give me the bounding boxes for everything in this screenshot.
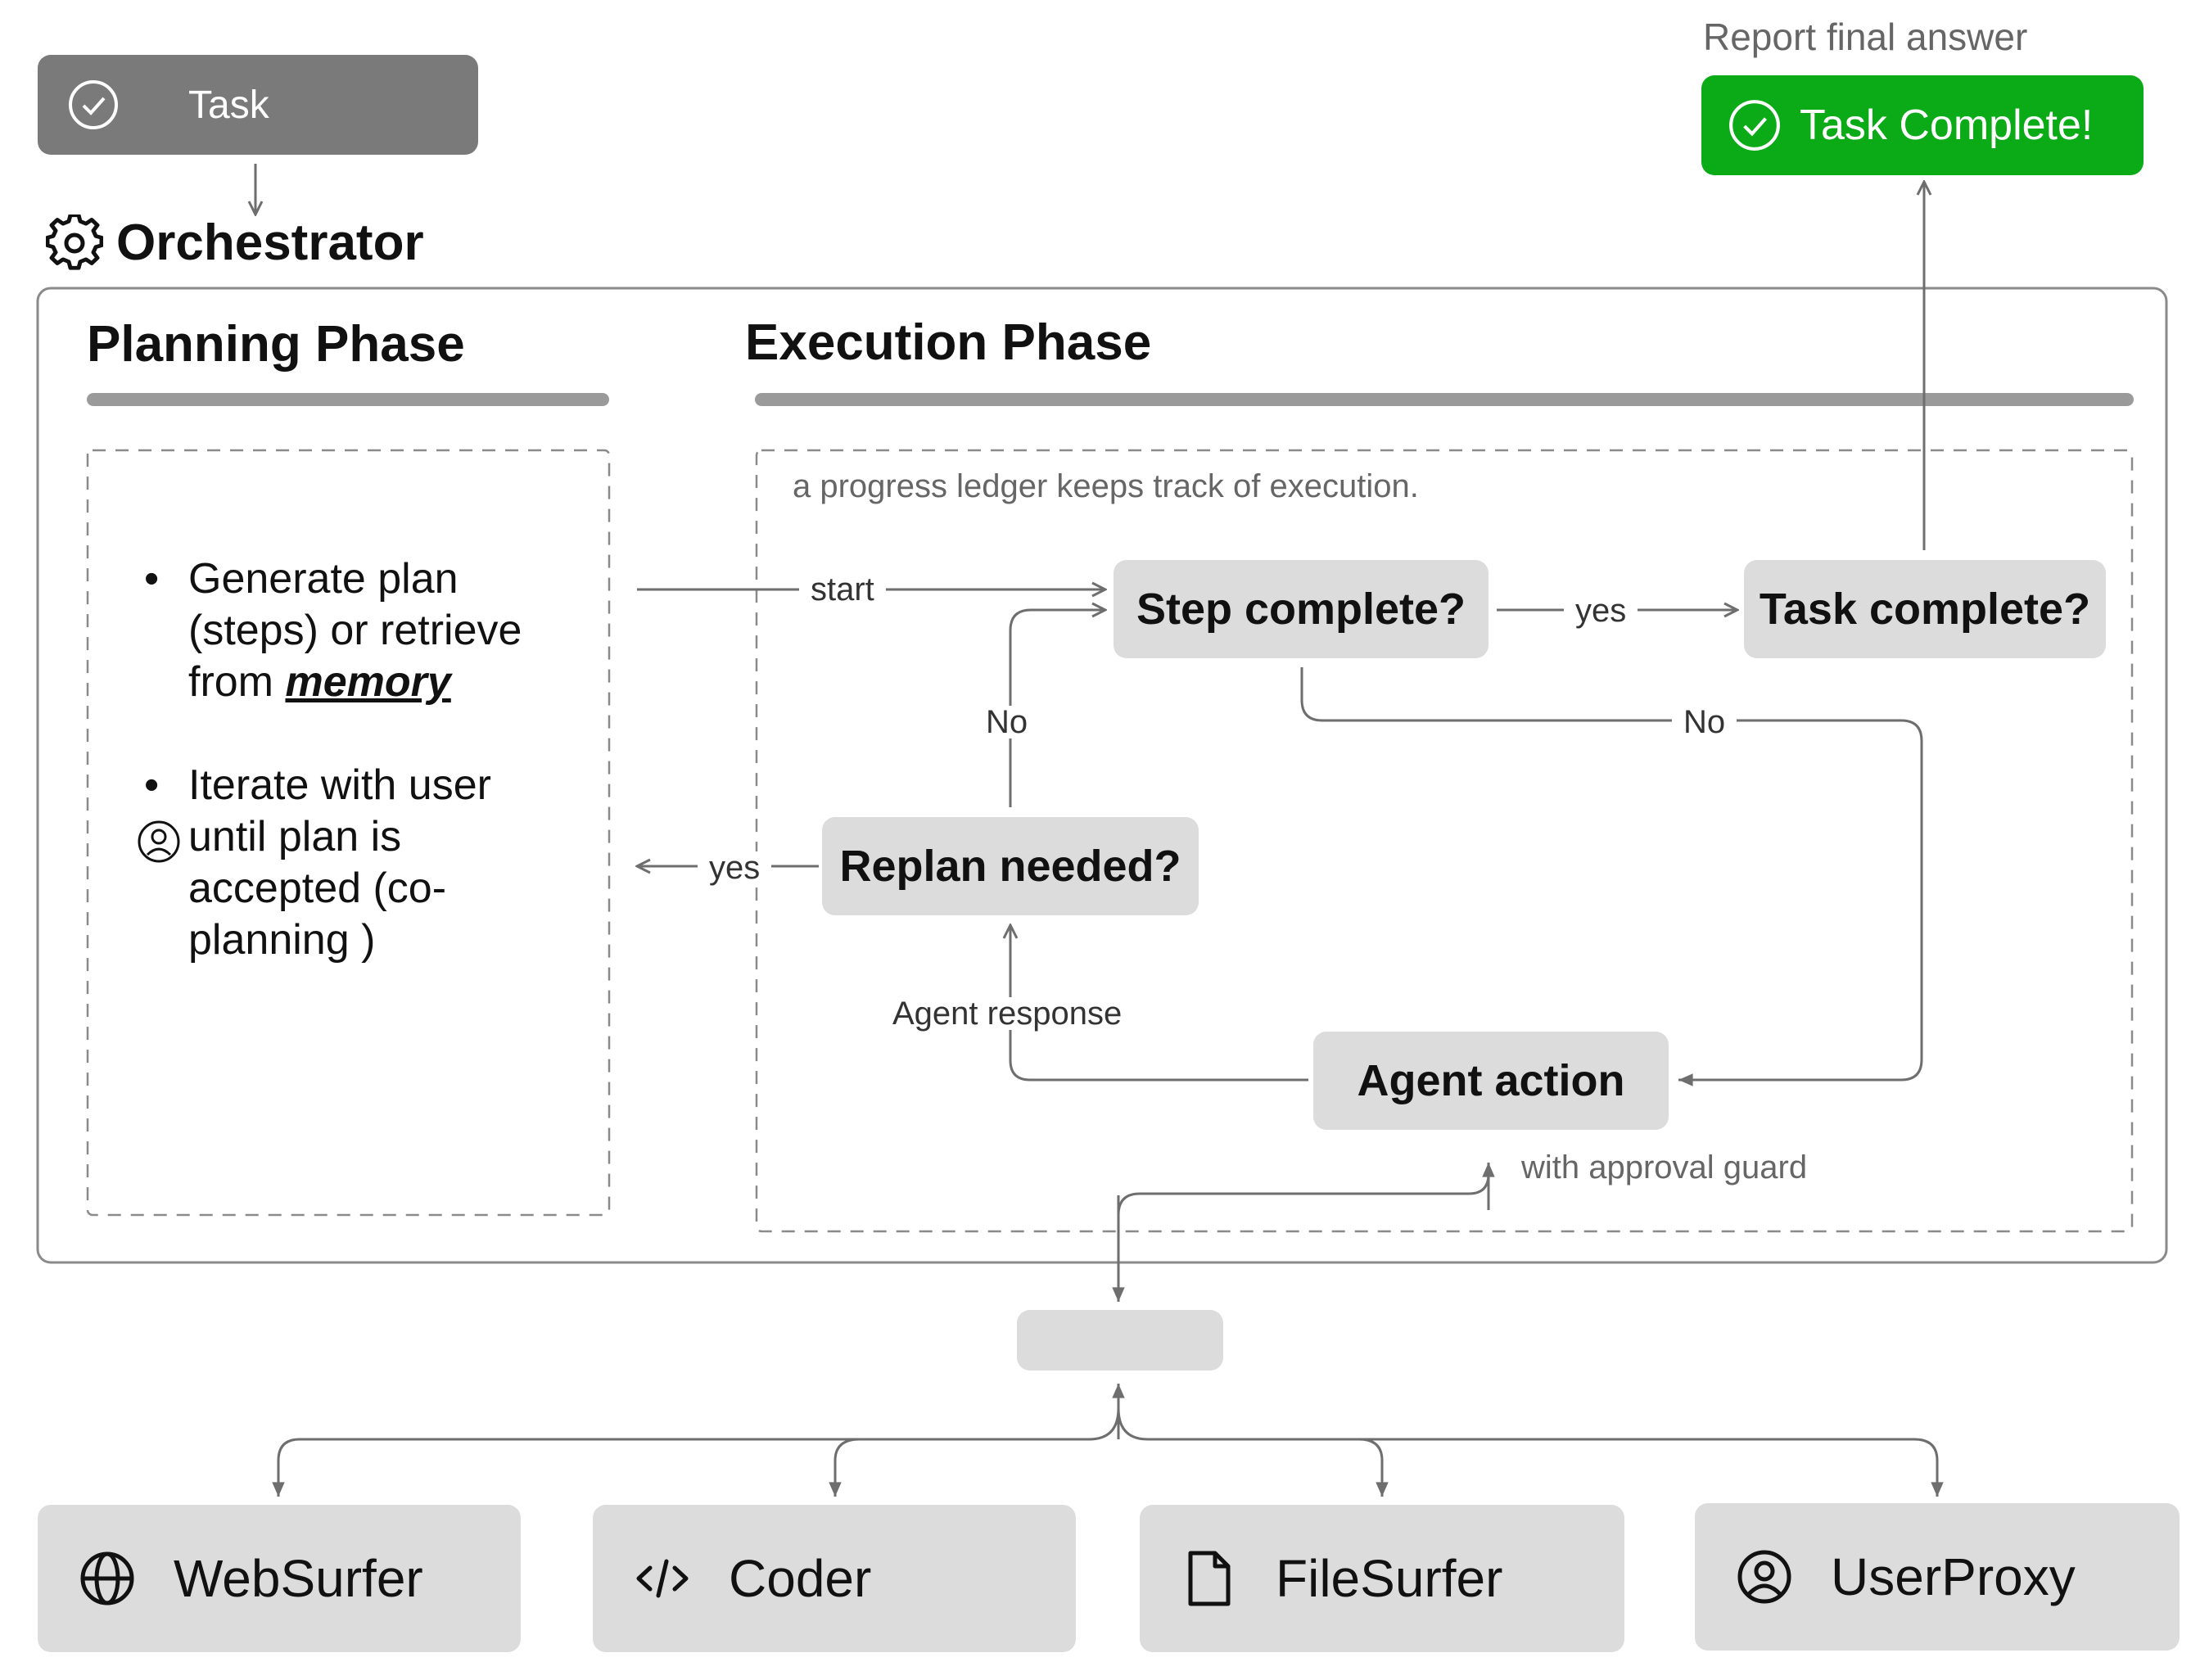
- user-icon: [138, 820, 180, 863]
- task-complete-node-label: Task complete?: [1759, 585, 2091, 634]
- planning-phase-bar: [87, 393, 609, 406]
- globe-icon: [80, 1551, 134, 1605]
- edge-no-replan-step: [1009, 610, 1105, 807]
- edge-hub-userproxy: [1359, 1438, 1944, 1497]
- step-complete-node[interactable]: Step complete?: [1114, 560, 1489, 658]
- orchestrator-title: Orchestrator: [116, 215, 424, 271]
- edge-label-no-replan-step: No: [974, 706, 1040, 738]
- planning-item-generate: • Generate plan (steps) or retrieve from…: [144, 553, 522, 708]
- replan-needed-node[interactable]: Replan needed?: [822, 817, 1199, 915]
- agent-action-node[interactable]: Agent action: [1313, 1032, 1669, 1130]
- task-complete-button[interactable]: Task Complete!: [1701, 75, 2144, 175]
- file-icon: [1188, 1551, 1231, 1606]
- plan-item2-line2: until plan is: [188, 813, 402, 860]
- replan-needed-label: Replan needed?: [839, 842, 1181, 891]
- agent-websurfer[interactable]: WebSurfer: [38, 1505, 521, 1652]
- execution-phase-title: Execution Phase: [745, 314, 1152, 371]
- gear-icon: [46, 215, 103, 270]
- edge-label-yes-step-task: yes: [1564, 594, 1638, 627]
- planning-item-iterate: • Iterate with user until plan is accept…: [144, 760, 491, 966]
- code-icon: [636, 1559, 689, 1598]
- agent-websurfer-name: WebSurfer: [174, 1549, 423, 1608]
- plan-item2-line3: accepted (co-: [188, 865, 447, 912]
- agent-filesurfer-name: FileSurfer: [1276, 1549, 1503, 1608]
- plan-item2-line1: Iterate with user: [188, 761, 491, 809]
- planning-phase-title: Planning Phase: [87, 316, 465, 373]
- edge-hub-agent-join: [1117, 1163, 1490, 1216]
- memory-emphasis: memory: [285, 658, 451, 706]
- edge-agent-response: [1010, 925, 1308, 1082]
- agent-hub: [1017, 1310, 1223, 1371]
- agent-userproxy-name: UserProxy: [1831, 1547, 2076, 1606]
- agent-action-label: Agent action: [1357, 1056, 1625, 1105]
- edge-hub-websurfer: [272, 1407, 1120, 1497]
- task-complete-node[interactable]: Task complete?: [1744, 560, 2106, 658]
- plan-item1-line1: Generate plan: [188, 555, 459, 603]
- check-circle-icon: [69, 80, 118, 129]
- edge-label-no-step-agent: No: [1672, 706, 1737, 738]
- agent-coder[interactable]: Coder: [593, 1505, 1076, 1652]
- plan-item1-line2: (steps) or retrieve: [188, 607, 522, 654]
- edge-hub-filesurfer: [1117, 1407, 1389, 1497]
- edge-label-agent-response: Agent response: [881, 997, 1134, 1030]
- task-complete-label: Task Complete!: [1800, 102, 2094, 149]
- edge-label-yes-replan-plan: yes: [698, 851, 772, 884]
- task-label: Task: [188, 83, 269, 127]
- agent-userproxy[interactable]: UserProxy: [1695, 1503, 2180, 1651]
- execution-phase-bar: [755, 393, 2134, 406]
- task-box[interactable]: Task: [38, 55, 478, 155]
- approval-guard-note: with approval guard: [1521, 1149, 1808, 1185]
- step-complete-label: Step complete?: [1136, 585, 1466, 634]
- bullet: •: [144, 555, 160, 603]
- orchestrator-frame: [36, 287, 2168, 1264]
- ledger-note: a progress ledger keeps track of executi…: [793, 468, 1419, 504]
- report-final-answer-label: Report final answer: [1703, 16, 2028, 58]
- user-icon: [1737, 1550, 1791, 1604]
- plan-item2-line4: planning ): [188, 916, 376, 964]
- edge-label-start: start: [799, 573, 886, 606]
- agent-coder-name: Coder: [729, 1549, 872, 1608]
- bullet: •: [144, 761, 160, 809]
- check-circle-icon: [1729, 100, 1780, 151]
- agent-filesurfer[interactable]: FileSurfer: [1140, 1505, 1624, 1652]
- planning-dashed-box: [86, 449, 611, 1217]
- edge-hub-coder: [829, 1438, 861, 1497]
- plan-item1-line3-prefix: from: [188, 658, 286, 706]
- edge-no-step-agent: [1300, 667, 1923, 1086]
